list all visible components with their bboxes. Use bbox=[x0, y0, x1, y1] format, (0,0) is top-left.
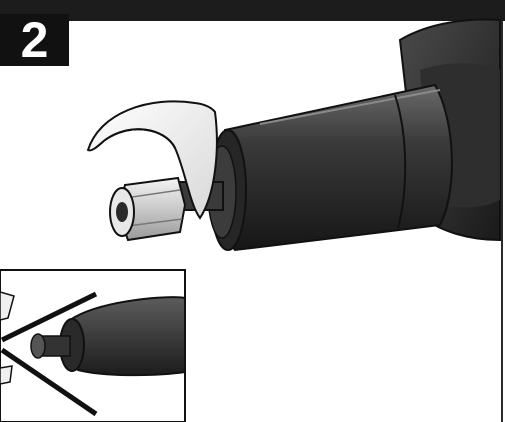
cross-mark bbox=[0, 347, 98, 417]
hex-nut bbox=[109, 176, 187, 242]
cutting-blade bbox=[86, 100, 218, 220]
step-number: 2 bbox=[20, 12, 49, 68]
inset-panel bbox=[0, 269, 186, 422]
header-bar bbox=[0, 0, 505, 21]
cross-mark bbox=[0, 291, 98, 343]
tool-barrel bbox=[207, 83, 453, 252]
page-border bbox=[501, 21, 503, 422]
step-badge: 2 bbox=[0, 14, 69, 66]
